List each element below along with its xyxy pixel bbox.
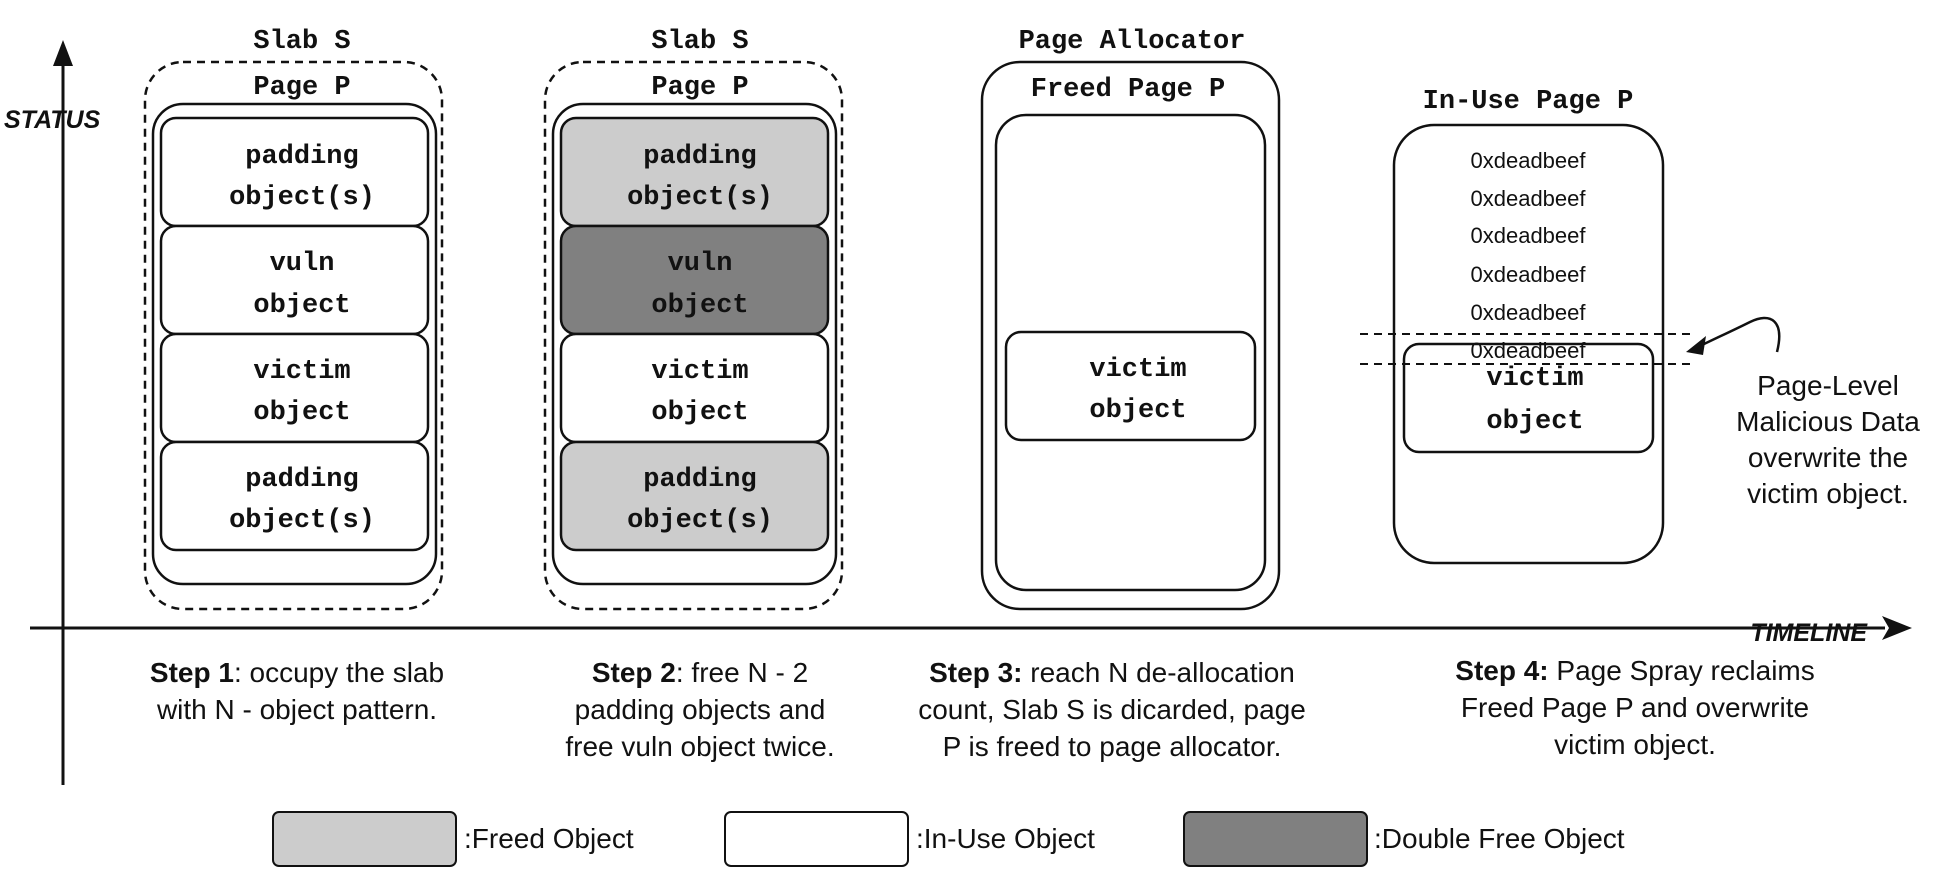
step1-obj2-line1: victim — [253, 357, 350, 387]
step3-caption-line2: count, Slab S is dicarded, page — [918, 694, 1306, 725]
step1-obj2-line2: object — [253, 398, 350, 428]
step2-caption-line1: Step 2: free N - 2 — [592, 657, 808, 688]
step3-caption-line3: P is freed to page allocator. — [943, 731, 1282, 762]
step2-obj3-line1: padding — [643, 465, 756, 495]
legend-freed-label: :Freed Object — [464, 823, 634, 854]
step3-page-allocator: Page Allocator Freed Page P victim objec… — [980, 27, 1281, 611]
spray-value: 0xdeadbeef — [1471, 223, 1587, 248]
step1-obj3-line1: padding — [245, 465, 358, 495]
spray-value: 0xdeadbeef — [1471, 300, 1587, 325]
step4-victim-line1: victim — [1486, 364, 1583, 394]
x-axis-label: TIMELINE — [1750, 619, 1868, 647]
step1-obj1-line1: vuln — [270, 249, 335, 279]
step2-slab: Slab S Page P padding object(s) vuln obj… — [543, 27, 844, 611]
step1-page-outline — [151, 102, 438, 586]
step2-obj3-line2: object(s) — [627, 506, 773, 536]
annotation-line: victim object. — [1747, 478, 1909, 509]
step1-obj1-line2: object — [253, 291, 350, 321]
step4-victim-line2: object — [1486, 407, 1583, 437]
step2-obj0-line2: object(s) — [627, 183, 773, 213]
step3-victim-object — [1004, 330, 1257, 442]
annotation-line: Malicious Data — [1736, 406, 1920, 437]
captions: Step 1: occupy the slab with N - object … — [150, 655, 1815, 762]
step2-obj2-line2: object — [651, 398, 748, 428]
step3-victim-line1: victim — [1089, 355, 1186, 385]
step4-in-use-page: In-Use Page P victim object 0xdeadbeef 0… — [1360, 87, 1920, 565]
annotation-arrowhead — [1686, 336, 1706, 355]
step2-slab-title: Slab S — [651, 27, 748, 57]
step4-caption-line1: Step 4: Page Spray reclaims — [1455, 655, 1814, 686]
step2-obj2-line1: victim — [651, 357, 748, 387]
step2-obj1-line1: vuln — [668, 249, 733, 279]
step1-padding-object-bottom — [159, 440, 430, 552]
step4-caption-line2: Freed Page P and overwrite — [1461, 692, 1809, 723]
step2-caption-line2: padding objects and — [575, 694, 826, 725]
step3-victim-line2: object — [1089, 396, 1186, 426]
step4-victim-object — [1402, 342, 1655, 454]
step3-allocator-title: Page Allocator — [1019, 27, 1246, 57]
x-axis-arrowhead — [1882, 616, 1912, 640]
step2-obj1-line2: object — [651, 291, 748, 321]
step3-allocator-outline — [980, 60, 1281, 611]
spray-value: 0xdeadbeef — [1471, 338, 1587, 363]
step4-page-outline — [1392, 123, 1665, 565]
step1-slab-title: Slab S — [253, 27, 350, 57]
legend: :Freed Object :In-Use Object :Double Fre… — [272, 811, 1625, 867]
legend-in-use-swatch — [724, 811, 909, 867]
step2-page-outline — [551, 102, 838, 586]
annotation-line: Page-Level — [1757, 370, 1899, 401]
step1-obj3-line2: object(s) — [229, 506, 375, 536]
step1-obj0-line1: padding — [245, 142, 358, 172]
spray-value: 0xdeadbeef — [1471, 148, 1587, 173]
step3-page-title: Freed Page P — [1031, 75, 1225, 105]
step2-caption-line3: free vuln object twice. — [565, 731, 834, 762]
step3-caption-line1: Step 3: reach N de-allocation — [929, 657, 1295, 688]
step2-padding-object-bottom — [559, 440, 830, 552]
legend-in-use-label: :In-Use Object — [916, 823, 1095, 854]
step1-caption-line2: with N - object pattern. — [156, 694, 437, 725]
step1-obj0-line2: object(s) — [229, 183, 375, 213]
step1-slab: Slab S Page P padding object(s) vuln obj… — [143, 27, 444, 611]
step2-page-title: Page P — [651, 73, 748, 103]
y-axis-label: STATUS — [4, 106, 101, 134]
spray-value: 0xdeadbeef — [1471, 186, 1587, 211]
step3-freed-page — [994, 113, 1267, 592]
annotation-arrow — [1697, 316, 1781, 353]
step4-caption-line3: victim object. — [1554, 729, 1716, 760]
legend-double-free-label: :Double Free Object — [1374, 823, 1625, 854]
step2-obj0-line1: padding — [643, 142, 756, 172]
axes: STATUS TIMELINE — [4, 40, 1912, 785]
step1-caption-line1: Step 1: occupy the slab — [150, 657, 444, 688]
step4-page-title: In-Use Page P — [1423, 87, 1634, 117]
legend-freed-swatch — [272, 811, 457, 867]
annotation-line: overwrite the — [1748, 442, 1908, 473]
y-axis-arrowhead — [53, 40, 73, 66]
step1-page-title: Page P — [253, 73, 350, 103]
spray-value: 0xdeadbeef — [1471, 262, 1587, 287]
legend-double-free-swatch — [1183, 811, 1368, 867]
